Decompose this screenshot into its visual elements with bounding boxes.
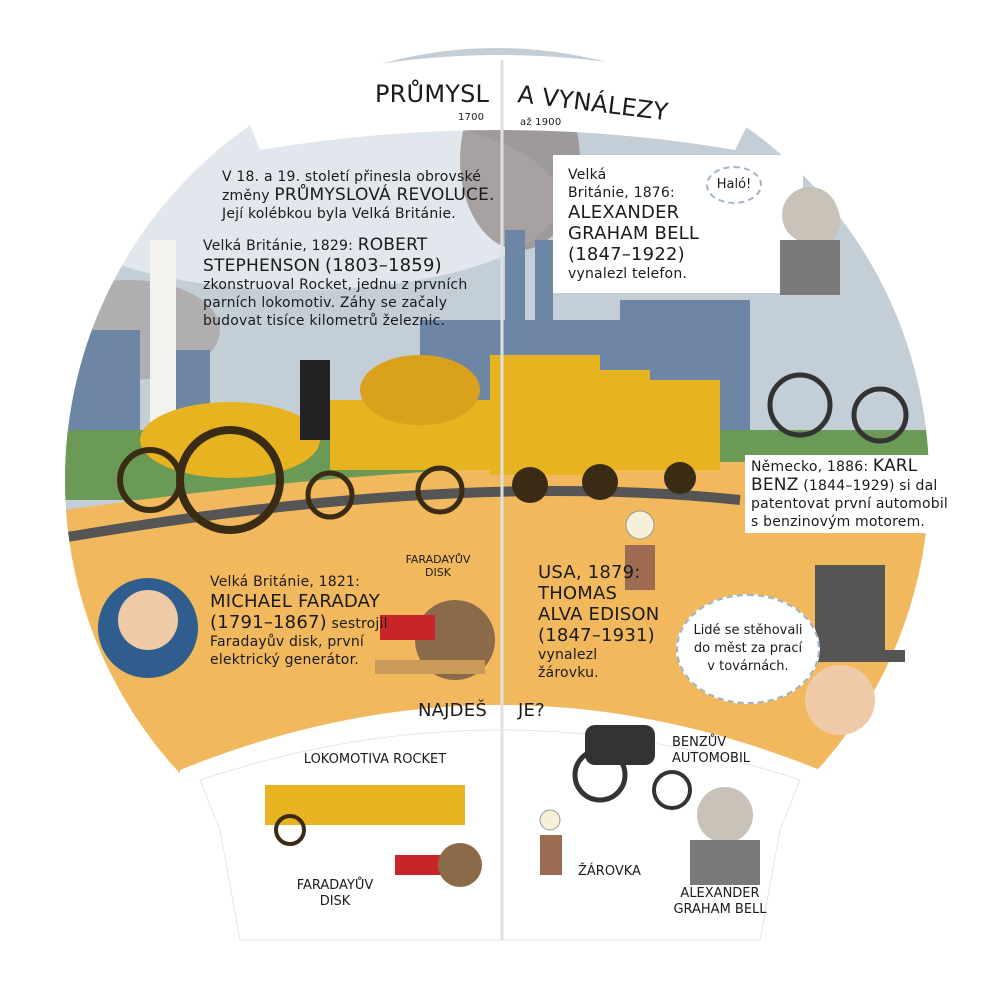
- title-left: PRŮMYSL: [375, 80, 490, 108]
- find-items: [265, 725, 760, 887]
- find-item-bell: ALEXANDER GRAHAM BELL: [673, 886, 767, 917]
- find-item-benz: BENZŮV AUTOMOBIL: [672, 735, 751, 766]
- bell-panel: [553, 155, 803, 293]
- find-item-faraday-disk: FARADAYŮV DISK: [296, 878, 374, 909]
- faraday-disk-label: FARADAYŮV DISK: [405, 553, 471, 579]
- find-title-left: NAJDEŠ: [418, 700, 487, 721]
- faraday-text: Velká Británie, 1821: MICHAEL FARADAY (1…: [210, 574, 388, 668]
- benz-car-image: [767, 372, 909, 444]
- intro-text: V 18. a 19. století přinesla obrovské zm…: [222, 169, 495, 222]
- benz-text: Německo, 1886: KARL BENZ (1844–1929) si …: [745, 455, 955, 533]
- find-item-bulb: ŽÁROVKA: [578, 864, 641, 879]
- rocket-train: [117, 240, 720, 534]
- bell-text: Velká Británie, 1876: ALEXANDER GRAHAM B…: [568, 167, 700, 282]
- light-bulb-image: [625, 510, 655, 590]
- year-start: 1700: [458, 112, 485, 123]
- stephenson-text: Velká Británie, 1829: ROBERT STEPHENSON …: [203, 235, 468, 329]
- faraday-portrait: [98, 578, 198, 678]
- speech-bubble-halo: Haló!: [706, 166, 762, 204]
- find-title-right: JE?: [518, 700, 545, 721]
- year-end: až 1900: [520, 117, 562, 128]
- bell-portrait: [780, 187, 840, 295]
- edison-text: USA, 1879: THOMAS ALVA EDISON (1847–1931…: [538, 562, 660, 681]
- find-item-rocket: LOKOMOTIVA ROCKET: [303, 752, 447, 767]
- faraday-disk-image: [375, 600, 495, 680]
